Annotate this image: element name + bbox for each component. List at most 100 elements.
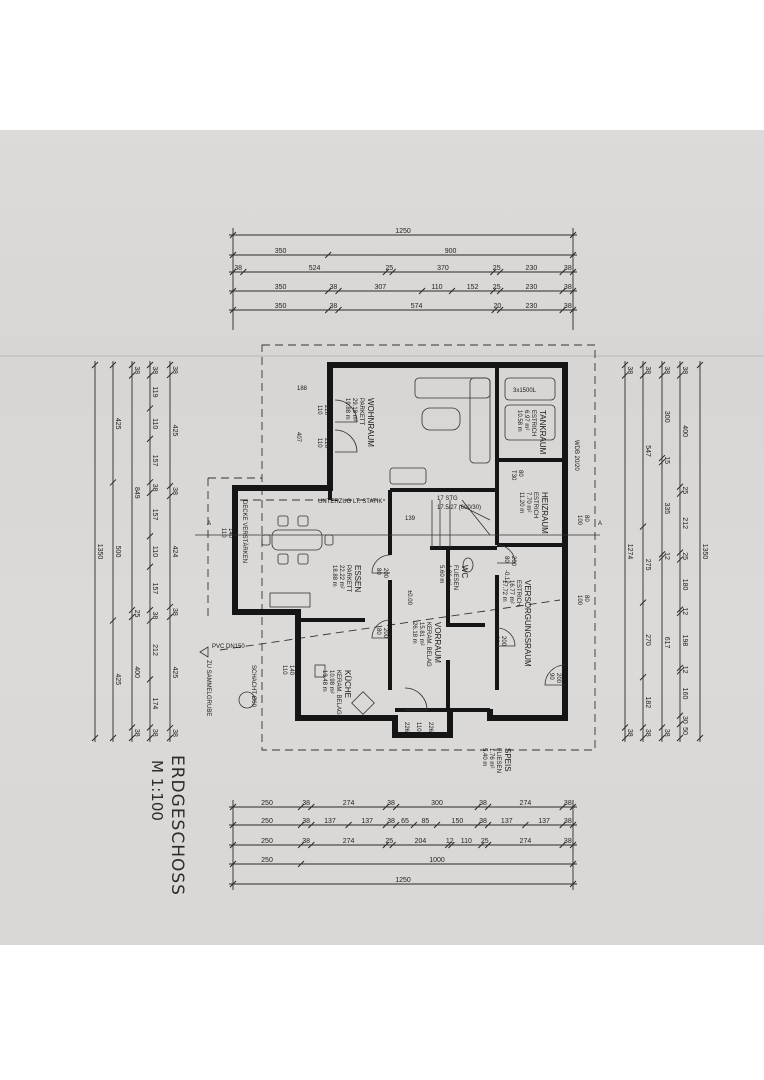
furniture — [261, 377, 556, 715]
dimension-value: 500 — [114, 546, 121, 558]
dimension-tick — [389, 841, 397, 849]
dimension-tick — [639, 724, 647, 731]
section-label: A — [207, 521, 211, 527]
dimension-tick — [109, 617, 117, 624]
dimension-value: 38 — [564, 818, 572, 825]
dimension-value: 370 — [437, 265, 449, 272]
dining-table — [271, 529, 323, 551]
dimension-tick — [676, 667, 684, 675]
dimension-tick — [658, 361, 666, 369]
dimension-tick — [433, 821, 441, 829]
dimension-tick — [146, 405, 154, 412]
dimension-value: 38 — [663, 366, 670, 374]
dimension-value: 110 — [151, 418, 158, 429]
dimension-tick — [146, 606, 154, 614]
dimension-value: 38 — [171, 487, 178, 495]
dimension-tick — [621, 724, 629, 731]
dimension-value: 300 — [663, 411, 670, 423]
opening-height: 200 — [382, 568, 388, 579]
room-area: 1.96 m² — [445, 565, 451, 585]
dimension-value: 38 — [644, 729, 651, 737]
room-floor: KERAM. BELAG — [425, 622, 431, 667]
dimension-value: 230 — [526, 265, 538, 272]
pit-label: ZU SAMMELGRUBE — [205, 660, 211, 716]
dimension-tick — [559, 268, 567, 276]
dimension-tick — [658, 734, 666, 742]
room-floor: PARKETT — [345, 565, 351, 593]
dimension-value: 38 — [151, 729, 158, 737]
dimension-tick — [166, 734, 174, 742]
dimension-tick — [496, 287, 504, 295]
dimension-tick — [166, 371, 174, 379]
dimension-value: 119 — [151, 386, 158, 397]
dimension-tick — [676, 609, 684, 617]
room-name: WC — [460, 565, 469, 579]
dimension-value: 38 — [302, 800, 310, 807]
dimension-tick — [382, 268, 390, 276]
room-area: 7.70 m² — [525, 492, 531, 512]
dimension-tick — [477, 841, 485, 849]
room-perimeter: 5.60 m — [438, 565, 444, 583]
dimension-value: 38 — [302, 818, 310, 825]
stairs-size-label: 17.5/27 (600/30) — [437, 505, 481, 511]
dimension-value: 12 — [663, 552, 670, 560]
chair — [277, 515, 289, 527]
dimension-value: 174 — [151, 698, 158, 710]
dimension-value: 150 — [452, 818, 464, 825]
dimension-value: 400 — [133, 666, 140, 678]
arrow-icon — [199, 646, 209, 658]
dimension-value: 38 — [151, 612, 158, 620]
dimension-tick — [239, 268, 247, 276]
dimension-value: 25 — [493, 284, 501, 291]
dimension-value: 38 — [151, 484, 158, 492]
dimension-tick — [489, 268, 497, 276]
dimension-value: 15 — [663, 456, 670, 464]
dimension-tick — [166, 724, 174, 732]
dimension-value: 38 — [387, 800, 395, 807]
dimension-tick — [522, 821, 529, 829]
shaft-circle — [238, 691, 256, 709]
dimension-tick — [166, 482, 174, 490]
dimension-tick — [91, 734, 99, 742]
dimension-tick — [324, 251, 332, 259]
room-name: VORRAUM — [433, 622, 442, 663]
dimension-tick — [676, 556, 684, 563]
dimension-tick — [146, 435, 154, 443]
dimension-value: 230 — [526, 284, 538, 291]
dimension-value: 110 — [431, 284, 442, 291]
dimension-value: 1000 — [429, 857, 445, 864]
room-area: 1.76 m² — [488, 748, 494, 768]
dimension-tick — [297, 841, 305, 849]
dimension-value: 25 — [133, 610, 140, 618]
dimension-value: 50 — [681, 727, 688, 735]
dimension-tick — [496, 306, 504, 314]
dimension-tick — [297, 803, 305, 811]
opening-height: 140 — [288, 665, 294, 676]
dimension-tick — [484, 803, 492, 811]
dimension-value: 137 — [361, 818, 373, 825]
dimension-tick — [639, 734, 647, 742]
dimension-tick — [166, 613, 174, 621]
dimension-value: 38 — [626, 729, 633, 737]
dimension-value: 110 — [461, 838, 472, 845]
drawing-title: ERDGESCHOSS — [167, 755, 187, 896]
dimension-value: 157 — [151, 509, 158, 521]
room-perimeter: 10.58 m — [516, 410, 522, 432]
dimension-tick — [676, 361, 684, 369]
dimension-tick — [345, 821, 352, 829]
opening-width: 110 — [316, 438, 322, 448]
room-name: KÜCHE — [343, 670, 352, 698]
chair — [297, 553, 309, 565]
opening-width: 80 — [375, 628, 381, 635]
dimension-tick — [128, 613, 136, 621]
dimension-tick — [639, 523, 647, 530]
dimension-tick — [639, 361, 647, 369]
level-label: -0.12 — [503, 570, 509, 584]
dimension-value: 425 — [114, 418, 121, 430]
door-swings — [334, 399, 566, 711]
